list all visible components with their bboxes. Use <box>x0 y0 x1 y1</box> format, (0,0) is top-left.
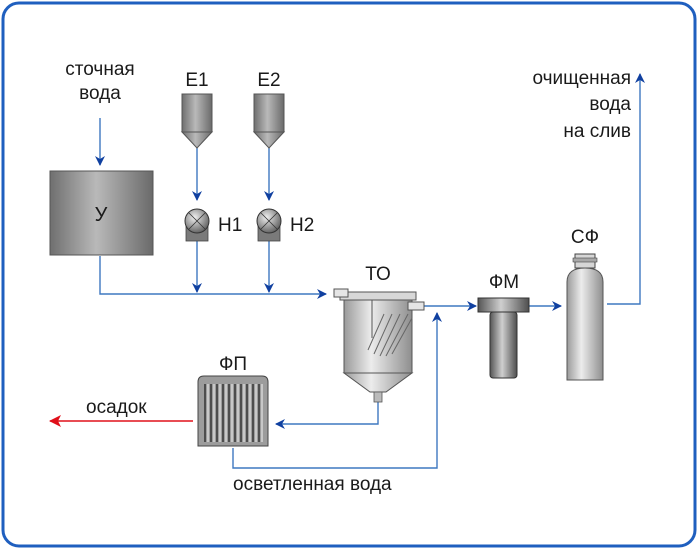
pump-h2-icon <box>256 208 282 242</box>
sorption-filter-shape <box>566 253 604 381</box>
purified-label-line1: очищенная <box>533 68 632 89</box>
tank-e2-shape <box>252 93 286 149</box>
buffer-tank-shape <box>49 170 154 256</box>
tank-e1-label: Е1 <box>185 70 208 91</box>
tank-e2-label: Е2 <box>257 70 280 91</box>
purified-water-line <box>607 73 645 305</box>
wastewater-label-line1: сточная <box>65 59 134 80</box>
filter-press-shape <box>197 375 269 447</box>
clarified-water-line <box>232 312 442 469</box>
mech-filter-label: ФМ <box>489 272 519 293</box>
purified-label-line2: вода <box>589 94 631 115</box>
settler-shape <box>333 288 425 403</box>
mech-filter-shape <box>477 297 530 379</box>
purified-label-line3: на слив <box>563 121 631 142</box>
buffer-tank-label: У <box>95 204 108 226</box>
clarified-water-label: осветленная вода <box>233 474 392 495</box>
wastewater-label-line2: вода <box>79 83 121 104</box>
pump-h1-icon <box>184 208 210 242</box>
tank-e1-shape <box>180 93 214 149</box>
sludge-label: осадок <box>86 397 147 418</box>
filter-press-label: ФП <box>219 354 247 375</box>
buffer-to-settler-line <box>99 256 327 299</box>
pump-h1-label: Н1 <box>218 215 242 236</box>
settler-label: ТО <box>365 264 391 285</box>
settler-to-filterpress-line <box>275 402 379 429</box>
sorption-filter-label: СФ <box>571 227 599 248</box>
pump-h2-label: Н2 <box>290 215 314 236</box>
